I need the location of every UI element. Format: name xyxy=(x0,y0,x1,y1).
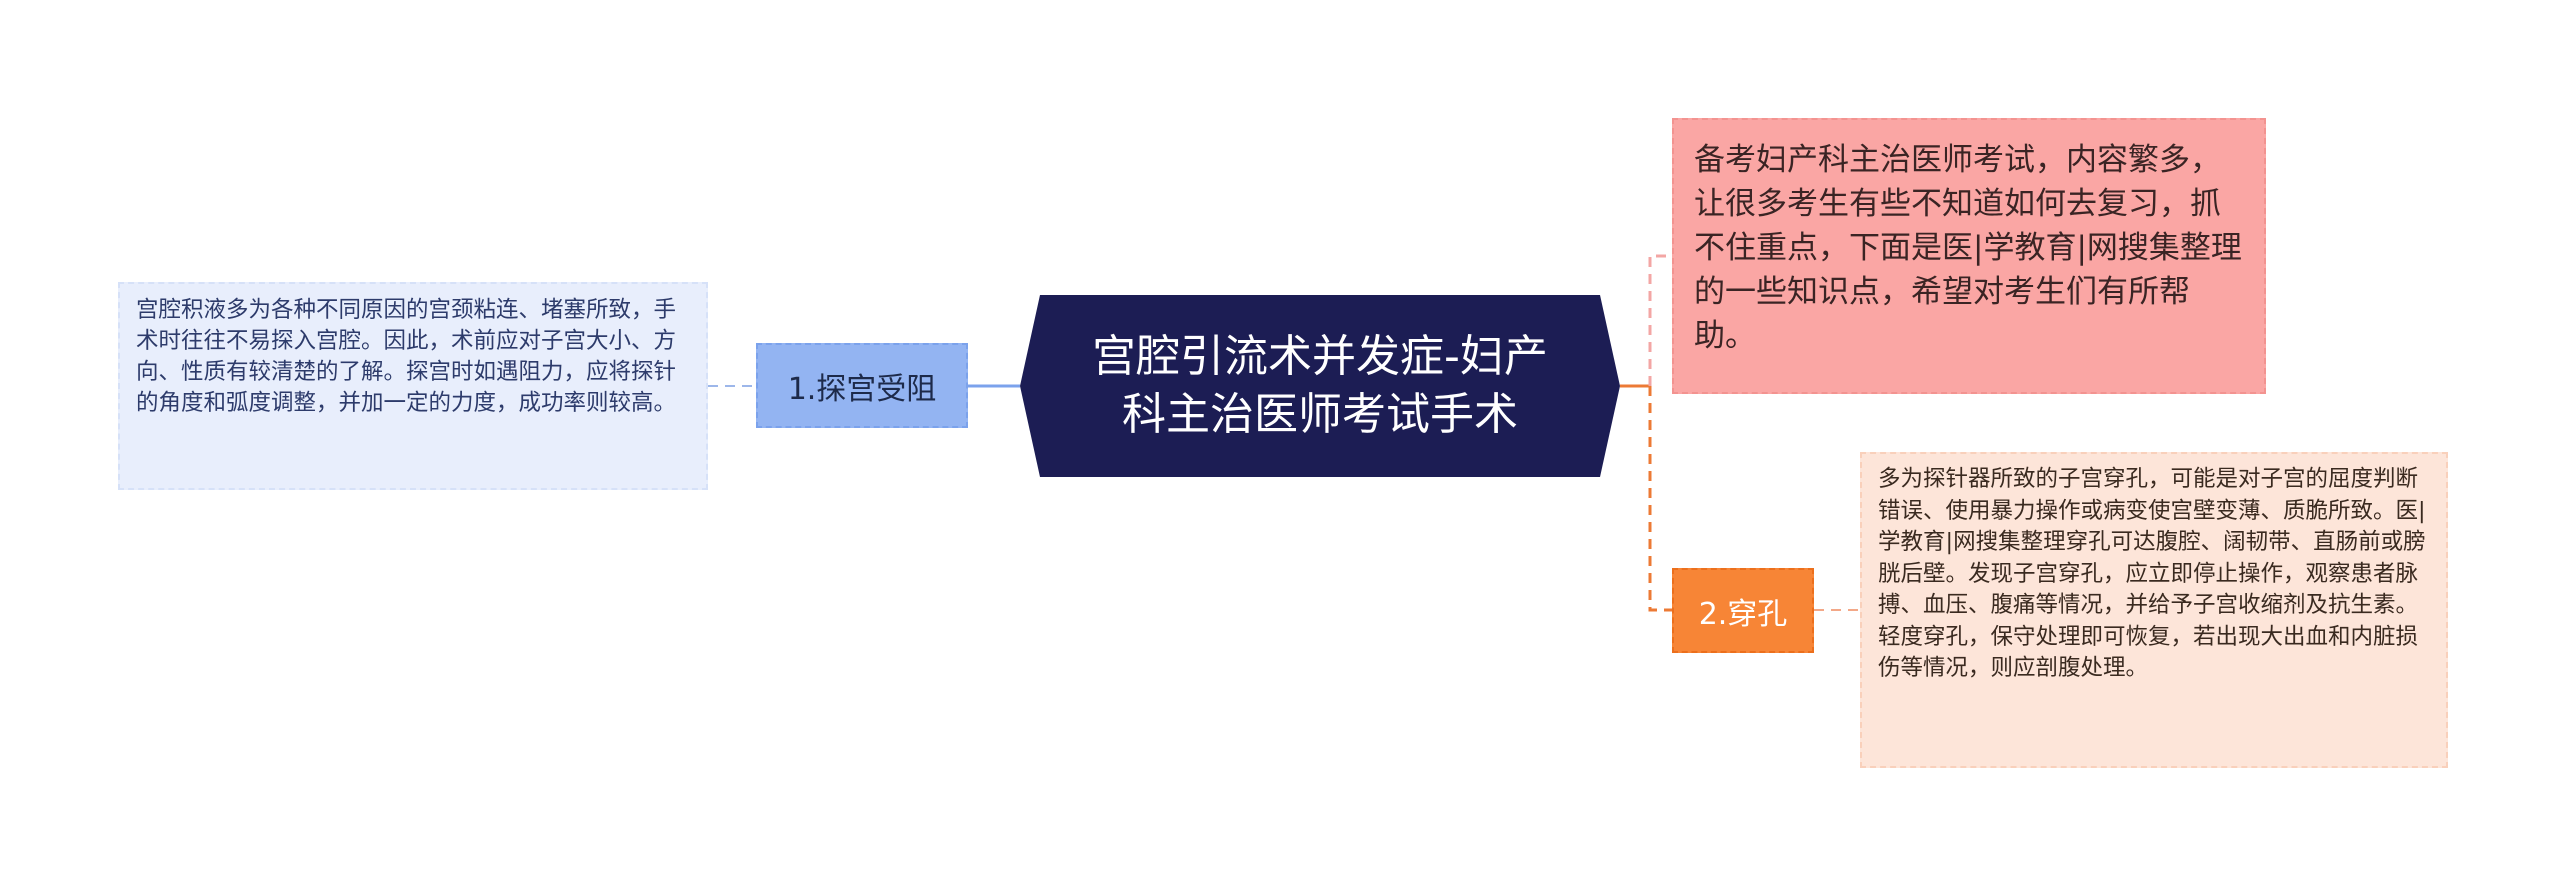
intro-text: 备考妇产科主治医师考试，内容繁多，让很多考生有些不知道如何去复习，抓不住重点，下… xyxy=(1694,142,2242,354)
branch-label-1: 1.探宫受阻 xyxy=(787,371,937,407)
branch-detail-text-1: 宫腔积液多为各种不同原因的宫颈粘连、堵塞所致，手术时往往不易探入宫腔。因此，术前… xyxy=(136,297,677,416)
branch-topic-1[interactable]: 1.探宫受阻 xyxy=(756,343,968,428)
link-root-intro xyxy=(1648,254,1672,386)
branch-topic-2[interactable]: 2.穿孔 xyxy=(1672,568,1814,653)
branch-label-2: 2.穿孔 xyxy=(1698,596,1788,632)
branch-detail-2[interactable]: 多为探针器所致的子宫穿孔，可能是对子宫的屈度判断错误、使用暴力操作或病变使宫壁变… xyxy=(1860,452,2448,768)
branch-detail-text-2: 多为探针器所致的子宫穿孔，可能是对子宫的屈度判断错误、使用暴力操作或病变使宫壁变… xyxy=(1878,466,2426,681)
intro-note[interactable]: 备考妇产科主治医师考试，内容繁多，让很多考生有些不知道如何去复习，抓不住重点，下… xyxy=(1672,118,2266,394)
link-root-branch2 xyxy=(1648,386,1672,612)
branch-detail-1[interactable]: 宫腔积液多为各种不同原因的宫颈粘连、堵塞所致，手术时往往不易探入宫腔。因此，术前… xyxy=(118,282,708,490)
root-topic[interactable]: 宫腔引流术并发症-妇产科主治医师考试手术 xyxy=(1020,295,1620,477)
root-title: 宫腔引流术并发症-妇产科主治医师考试手术 xyxy=(1092,331,1548,440)
